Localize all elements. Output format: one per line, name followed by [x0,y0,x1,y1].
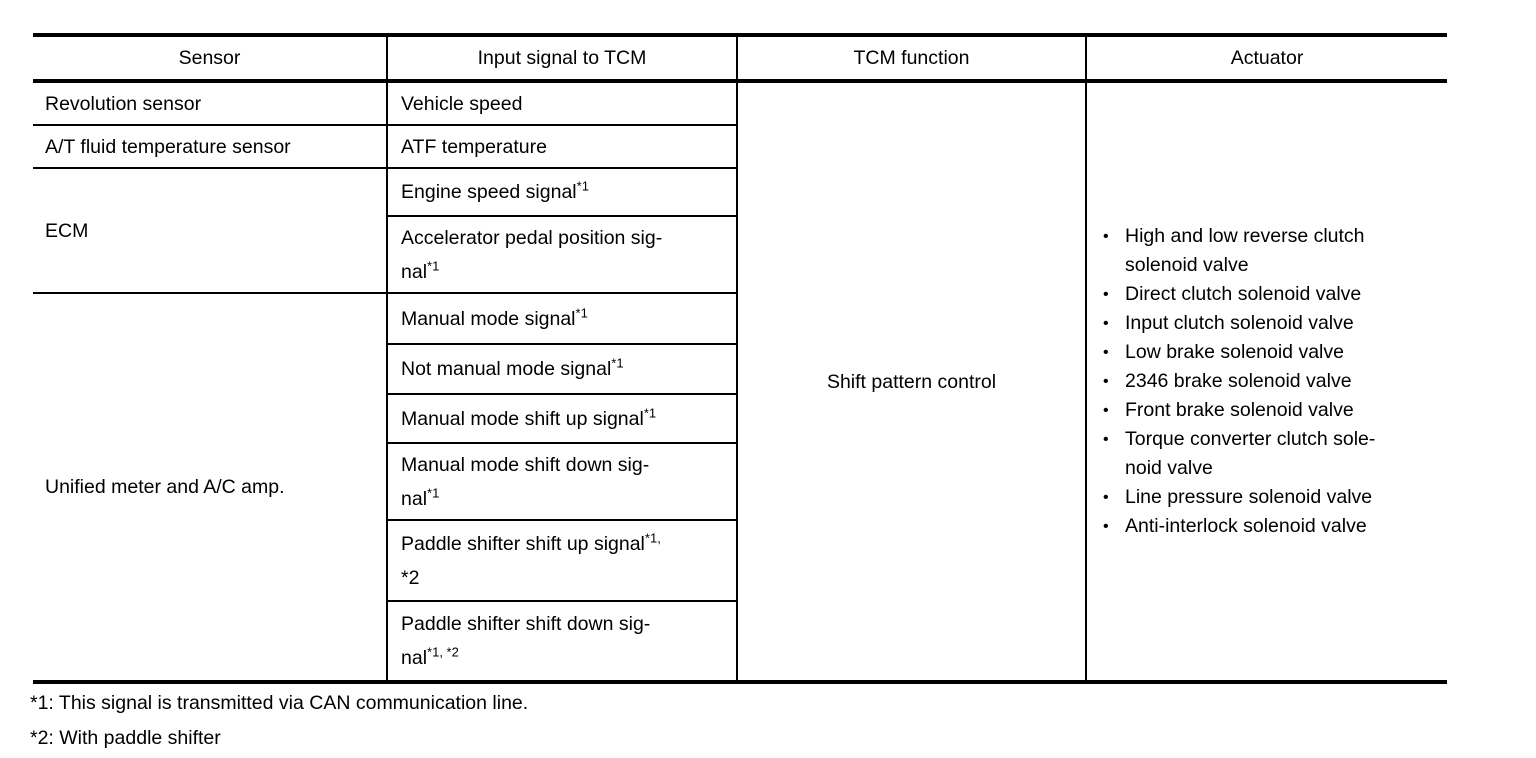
sensor-cell: Unified meter and A/C amp. [33,294,388,680]
footnote-reference: *1, [644,530,661,545]
input-signal-cell: Paddle shifter shift up signal*1,*2 [388,521,738,602]
bullet-icon: • [1103,518,1109,535]
input-signal-cell: Manual mode shift up signal*1 [388,395,738,444]
actuator-item-text: Front brake solenoid valve [1125,399,1354,421]
bullet-icon: • [1103,286,1109,303]
footnote-can-communication: *1: This signal is transmitted via CAN c… [30,692,529,714]
header-cell-tcm-function: TCM function [738,37,1087,79]
actuator-item: • 2346 brake solenoid valve [1101,367,1375,396]
actuator-item: • Line pressure solenoid valve [1101,483,1375,512]
bullet-icon: • [1103,228,1109,245]
tcm-function-cell: Shift pattern control [738,83,1087,680]
bullet-icon: • [1103,344,1109,361]
footnotes: *1: This signal is transmitted via CAN c… [30,693,528,749]
sensor-cell: ECM [33,169,388,294]
input-signal-cell: Not manual mode signal*1 [388,345,738,395]
sensor-label: A/T fluid temperature sensor [45,135,291,158]
input-signal-text: Manual mode signal*1 [401,305,588,330]
input-signal-text: Vehicle speed [401,92,523,115]
footnote-reference: *1 [576,178,589,194]
footnote-reference: *1 [575,305,588,320]
actuator-item-text: Direct clutch solenoid valve [1125,283,1362,305]
input-signal-text: Manual mode shift down sig-nal*1 [401,453,650,510]
actuator-item: • Anti-interlock solenoid valve [1101,512,1375,541]
input-signal-text: Manual mode shift up signal*1 [401,405,657,430]
footnote-reference: *1 [427,258,440,273]
input-signal-cell: Manual mode signal*1 [388,294,738,345]
actuator-item-text: Torque converter clutch sole-noid valve [1125,428,1376,479]
sensor-cell: A/T fluid temperature sensor [33,126,388,169]
input-signal-cell: Accelerator pedal position sig-nal*1 [388,217,738,294]
input-signal-text: Not manual mode signal*1 [401,355,624,381]
actuator-item: • Low brake solenoid valve [1101,338,1375,367]
input-signal-text: Paddle shifter shift up signal*1,*2 [401,530,661,589]
header-cell-actuator: Actuator [1230,46,1304,69]
footnote-reference: *1, *2 [427,644,459,660]
input-signal-cell: ATF temperature [388,126,738,169]
sensor-label: Unified meter and A/C amp. [45,476,285,498]
table-header-row: Sensor Input signal to TCM TCM function … [33,37,1447,83]
input-signal-text: Accelerator pedal position sig-nal*1 [401,226,663,283]
sensor-label: Revolution sensor [45,92,202,115]
tcm-signal-table: Sensor Input signal to TCM TCM function … [33,33,1447,684]
input-signal-cell: Engine speed signal*1 [388,169,738,217]
footnote-reference: *1 [643,405,657,420]
sensor-cell: Revolution sensor [33,83,388,126]
actuator-item-text: 2346 brake solenoid valve [1125,370,1352,392]
input-signal-text: ATF temperature [401,135,547,158]
bullet-icon: • [1103,402,1109,419]
header-cell-input-signal: Input signal to TCM [388,37,738,79]
actuator-item-text: Input clutch solenoid valve [1125,312,1354,334]
actuator-item: • Input clutch solenoid valve [1101,309,1375,338]
input-signal-cell: Paddle shifter shift down sig-nal*1, *2 [388,602,738,680]
actuator-item-text: Line pressure solenoid valve [1125,486,1373,508]
actuator-item-text: Low brake solenoid valve [1125,341,1344,363]
header-cell-sensor: Sensor [33,37,388,79]
actuator-item: • Front brake solenoid valve [1101,396,1375,425]
footnote-reference: *1 [611,355,624,371]
input-signal-cell: Manual mode shift down sig-nal*1 [388,444,738,521]
actuator-item-text: Anti-interlock solenoid valve [1125,515,1367,537]
bullet-icon: • [1103,315,1109,332]
bullet-icon: • [1103,373,1109,390]
actuator-item: • Direct clutch solenoid valve [1101,280,1375,309]
footnote-reference: *1 [427,485,440,500]
input-signal-cell: Vehicle speed [388,83,738,126]
table-body: Shift pattern control • High and low reve… [33,83,1447,680]
footnote-paddle-shifter: *2: With paddle shifter [30,727,221,749]
bullet-icon: • [1103,431,1109,448]
sensor-label: ECM [45,219,89,242]
bullet-icon: • [1103,489,1109,506]
actuator-item: • Torque converter clutch sole-noid valve [1101,425,1375,483]
input-signal-text: Paddle shifter shift down sig-nal*1, *2 [401,613,651,669]
input-signal-text: Engine speed signal*1 [401,178,589,204]
